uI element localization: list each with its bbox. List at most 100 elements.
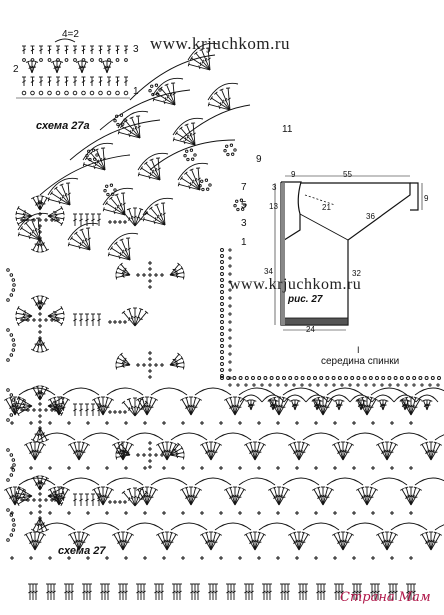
chain-stitch [10,394,13,397]
chain-stitch [307,377,310,380]
chain-stitch [285,384,287,386]
single-crochet-stitch [314,421,318,425]
double-crochet-stitch [73,494,77,506]
chain-stitch [12,459,15,462]
chain-stitch [31,59,34,62]
single-crochet-stitch [352,511,356,515]
chain-stitch [110,184,112,186]
chain-stitch [229,297,231,299]
single-crochet-stitch [67,466,71,470]
single-crochet-stitch [108,320,112,324]
single-crochet-stitch [124,466,128,470]
double-crochet-stitch [298,584,302,600]
chain-stitch [31,91,35,95]
single-crochet-stitch [181,421,185,425]
chain-stitch [7,389,10,392]
single-crochet-stitch [124,421,128,425]
double-crochet-stitch [172,584,176,600]
single-crochet-stitch [148,369,152,373]
single-crochet-stitch [390,466,394,470]
double-crochet-stitch [22,77,26,86]
single-crochet-stitch [113,220,117,224]
chain-stitch [229,361,231,363]
chain-stitch [245,377,248,380]
double-crochet-stitch [39,77,43,86]
single-crochet-stitch [124,556,128,560]
single-crochet-stitch [143,421,147,425]
chain-stitch [12,339,15,342]
double-crochet-stitch [268,584,272,600]
chain-stitch [227,153,229,155]
single-crochet-stitch [48,466,52,470]
chain-stitch [237,384,239,386]
chain-stitch [13,344,16,347]
chain-stitch [13,464,16,467]
chain-arc [195,388,231,395]
chain-stitch [333,384,335,386]
chain-arc [391,433,427,440]
single-crochet-stitch [113,500,117,504]
single-crochet-stitch [86,511,90,515]
single-crochet-stitch [219,466,223,470]
single-crochet-stitch [143,466,147,470]
chain-arc [63,478,99,485]
single-crochet-stitch [148,459,152,463]
chain-stitch [245,384,247,386]
brand-name: Страна Мам [340,590,431,605]
chain-stitch [12,529,15,532]
chain-stitch [261,384,263,386]
single-crochet-stitch [257,466,261,470]
chain-stitch [341,384,343,386]
chain-stitch [338,377,341,380]
chain-stitch [283,377,286,380]
chain-stitch [373,384,375,386]
chain-arc [239,388,275,395]
double-crochet-stitch [157,584,161,600]
chain-stitch [381,384,383,386]
chain-stitch [221,261,224,264]
chain-stitch [116,115,118,117]
double-crochet-stitch [73,404,77,416]
double-crochet-stitch [118,584,122,600]
chain-stitch [82,59,85,62]
chain-stitch [120,114,122,116]
single-crochet-stitch [333,466,337,470]
chain-stitch [349,384,351,386]
chain-stitch [12,469,15,472]
chain-stitch [207,188,209,190]
double-crochet-stitch [99,46,103,54]
dim-neck-drop: 3 [272,184,276,192]
chain-stitch [289,377,292,380]
chain-stitch [405,384,407,386]
single-crochet-stitch [160,273,164,277]
chain-stitch [229,257,231,259]
double-crochet-stitch [247,584,251,600]
chain-stitch [7,419,10,422]
single-crochet-stitch [136,363,140,367]
chain-arc [40,155,130,195]
single-crochet-stitch [238,421,242,425]
single-crochet-stitch [38,402,42,406]
chain-stitch [96,154,98,156]
chain-arc [215,523,251,530]
double-crochet-stitch [65,46,69,54]
chain-arc [108,233,138,250]
chain-stitch [112,193,114,195]
chain-arc [103,188,133,205]
double-crochet-stitch [91,404,95,416]
double-crochet-stitch [133,311,148,327]
double-crochet-stitch [64,584,68,600]
single-crochet-stitch [257,511,261,515]
chain-stitch [12,399,15,402]
chain-stitch [234,205,236,207]
single-crochet-stitch [48,556,52,560]
double-crochet-stitch [142,584,146,600]
single-crochet-stitch [142,453,146,457]
single-crochet-stitch [118,410,122,414]
double-crochet-stitch [79,494,83,506]
chain-arc [215,433,251,440]
single-crochet-stitch [32,498,36,502]
chain-arc [347,433,383,440]
chain-stitch [12,519,15,522]
chain-arc [347,523,383,530]
